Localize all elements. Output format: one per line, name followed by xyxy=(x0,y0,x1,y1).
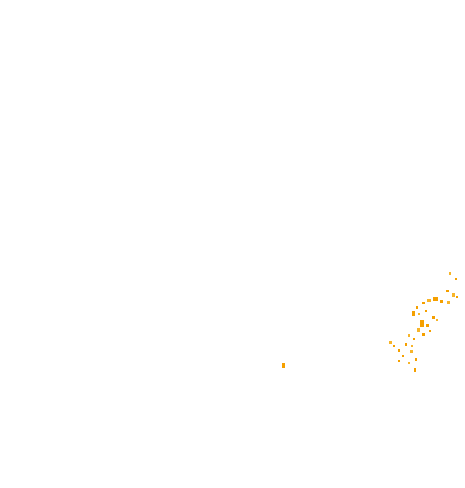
land-fragment xyxy=(446,290,449,292)
land-fragment xyxy=(414,368,416,372)
land-fragment xyxy=(447,301,450,304)
land-fragment xyxy=(398,349,400,352)
land-fragment xyxy=(417,328,420,332)
land-fragment xyxy=(422,302,425,304)
land-fragment xyxy=(427,299,431,302)
land-fragment xyxy=(282,363,285,368)
land-fragment xyxy=(429,330,431,332)
land-fragment xyxy=(415,358,417,361)
land-fragment xyxy=(408,334,410,337)
land-fragment xyxy=(420,320,424,327)
land-fragment xyxy=(416,306,418,309)
land-fragment xyxy=(422,333,425,336)
land-fragment xyxy=(440,300,443,303)
land-fragment xyxy=(456,296,458,298)
land-fragment xyxy=(402,355,404,357)
land-fragment xyxy=(418,313,420,315)
land-fragment xyxy=(408,362,410,364)
land-fragment xyxy=(426,324,429,327)
land-fragment xyxy=(452,293,455,297)
land-fragment xyxy=(449,272,451,275)
land-fragment xyxy=(410,350,413,353)
land-fragment xyxy=(398,360,400,362)
land-fragment xyxy=(433,297,438,301)
land-fragment xyxy=(389,341,392,344)
land-fragment xyxy=(412,311,415,316)
land-fragment xyxy=(413,338,415,340)
land-fragment xyxy=(425,310,427,312)
land-fragment xyxy=(405,343,407,346)
land-fragment xyxy=(393,345,395,347)
land-fragment xyxy=(436,319,438,321)
land-fragment xyxy=(455,278,457,280)
land-fragment xyxy=(411,345,413,347)
land-fragment xyxy=(432,316,435,319)
